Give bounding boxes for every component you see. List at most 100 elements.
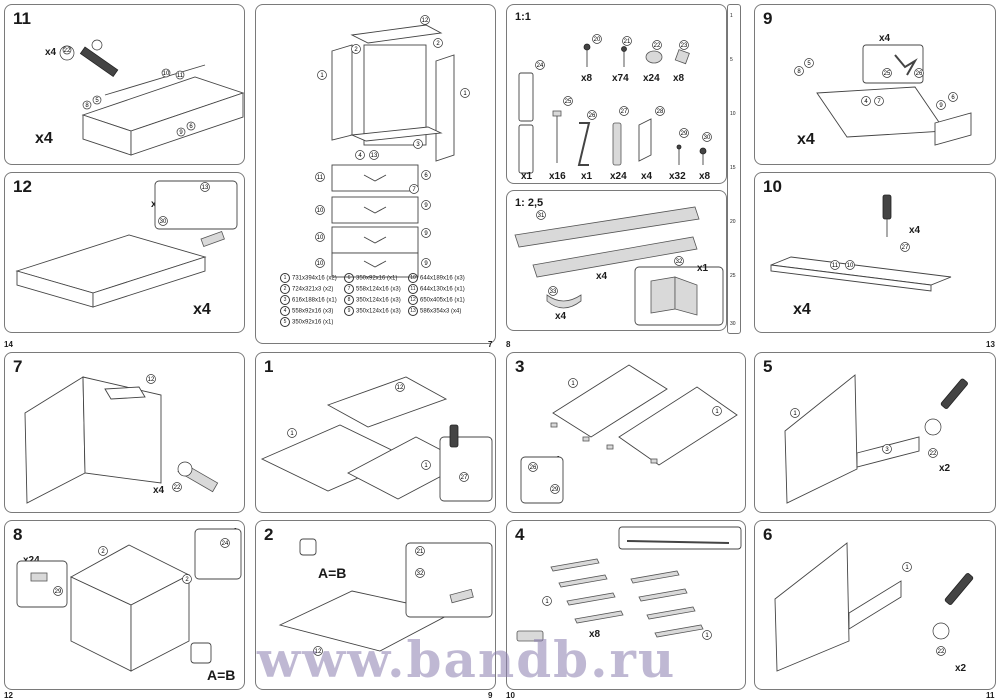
svg-text:26: 26	[916, 71, 923, 77]
svg-text:22: 22	[938, 649, 945, 655]
qty-label: x4	[641, 171, 653, 182]
drill-icon	[516, 630, 544, 642]
svg-text:33: 33	[550, 289, 557, 295]
svg-text:12: 12	[148, 377, 155, 383]
svg-text:1: 1	[905, 565, 909, 571]
scale-label: 1:1	[515, 11, 531, 23]
hardware-illustration: 20 21 22 23 24 25 26 27 28 29 30	[518, 34, 712, 174]
step-5-panel: 5 x2 1 3 22	[754, 352, 996, 513]
svg-text:25: 25	[565, 99, 572, 105]
page-number: 11	[986, 691, 995, 700]
svg-text:9: 9	[939, 103, 943, 109]
page-number: 8	[506, 340, 511, 349]
step-11-panel: 11 x4 x4 22 10 11 8 5 9 6	[4, 4, 245, 165]
svg-text:6: 6	[951, 95, 955, 101]
page-number: 10	[506, 691, 515, 700]
step-number: 7	[13, 357, 23, 376]
back-panel-illustration: 2 2 29 24	[16, 528, 242, 672]
cam-lock-icon	[932, 622, 950, 640]
svg-text:3: 3	[885, 447, 889, 453]
nail-icon	[676, 144, 682, 165]
svg-text:6: 6	[424, 173, 428, 179]
screwdriver-icon	[882, 194, 892, 237]
drawer-side-illustration: 5 8 4 7 25 26 9 6	[794, 44, 972, 146]
cabinet-frame-illustration: 12 22	[24, 374, 219, 504]
cap-icon	[645, 50, 663, 64]
step-number: 1	[264, 357, 274, 376]
scale-label: 1: 2,5	[515, 197, 544, 209]
svg-text:28: 28	[657, 109, 664, 115]
svg-text:2: 2	[354, 47, 358, 53]
svg-text:2: 2	[101, 549, 105, 555]
svg-text:8: 8	[85, 103, 89, 109]
svg-text:7: 7	[877, 99, 881, 105]
screwdriver-icon	[449, 588, 474, 604]
qty-label: x4	[793, 301, 811, 318]
svg-text:29: 29	[681, 131, 688, 137]
svg-text:2: 2	[436, 41, 440, 47]
qty-label: x4	[596, 271, 608, 282]
svg-text:29: 29	[55, 589, 62, 595]
svg-text:24: 24	[222, 541, 229, 547]
side-frame-illustration: 1 22	[774, 542, 974, 672]
qty-label: x4	[909, 225, 921, 236]
qty-label: x8	[673, 73, 685, 84]
assembly-overview-illustration: 12 2 2 1 1 3 4 13 11 6 10 9 10 9 10 9 7	[315, 15, 470, 278]
svg-text:1: 1	[793, 411, 797, 417]
page-number: 7	[488, 340, 493, 349]
step-number: 10	[763, 177, 782, 196]
svg-text:9: 9	[424, 231, 428, 237]
panels-layout-illustration: 12 1 1 27	[260, 376, 493, 502]
qty-label: x1	[581, 171, 593, 182]
svg-text:21: 21	[624, 39, 631, 45]
step-number: 9	[763, 9, 773, 28]
svg-text:24: 24	[537, 63, 544, 69]
cam-lock-icon	[924, 418, 942, 436]
back-panel-illustration: 21 32 12	[278, 538, 493, 656]
svg-text:13: 13	[371, 153, 378, 159]
page-number: 9	[488, 691, 493, 700]
overview-panel: 12 2 2 1 1 3 4 13 11 6 10 9 10 9 10 9 7 …	[255, 4, 496, 344]
slides-mounting-illustration: 1 1	[516, 526, 742, 642]
svg-text:12: 12	[397, 385, 404, 391]
svg-text:1: 1	[571, 381, 575, 387]
hardware-panel: 1:1 20 21 22 23 24 25 26 27 28 29 30 x8 …	[506, 4, 727, 184]
dowel-icon	[550, 422, 658, 464]
qty-label: x4	[879, 33, 891, 44]
qty-label: x4	[797, 131, 815, 148]
qty-label: x1	[521, 171, 533, 182]
svg-text:7: 7	[412, 187, 416, 193]
measuring-ruler: 1 5 10 15 20 25 30	[727, 4, 741, 334]
svg-text:10: 10	[317, 208, 324, 214]
qty-label: x74	[612, 73, 629, 84]
step-12-panel: 12 x1 x4 13 30	[4, 172, 245, 333]
svg-text:5: 5	[807, 61, 811, 67]
screwdriver-icon	[200, 230, 225, 248]
svg-text:11: 11	[177, 73, 184, 79]
step-9-panel: 9 x4 x4 5 8 4 7 25 26 9 6	[754, 4, 996, 165]
step-2-panel: 2 x1 A=B A B 21 32 12	[255, 520, 496, 690]
cam-lock-icon	[177, 461, 219, 493]
qty-label: x4	[45, 47, 57, 58]
svg-text:1: 1	[715, 409, 719, 415]
step-8-panel: 8 x24 x1 A=B A B 2 2 29 24	[4, 520, 245, 690]
screwdriver-icon	[944, 573, 974, 605]
step-number: 8	[13, 525, 23, 544]
svg-text:9: 9	[179, 130, 183, 136]
bracket-icon	[638, 118, 652, 162]
hex-key-icon	[577, 122, 591, 166]
svg-text:1: 1	[320, 73, 324, 79]
svg-text:10: 10	[317, 235, 324, 241]
panels-layout-illustration: 1 1 26 29	[520, 364, 738, 504]
svg-text:10: 10	[847, 263, 854, 269]
profile-icon	[518, 72, 534, 174]
page-number: 12	[4, 691, 13, 700]
qty-label: x32	[669, 171, 686, 182]
qty-label: x2	[939, 463, 951, 474]
drawer-slide-illustration: 31 32 33	[514, 206, 724, 326]
